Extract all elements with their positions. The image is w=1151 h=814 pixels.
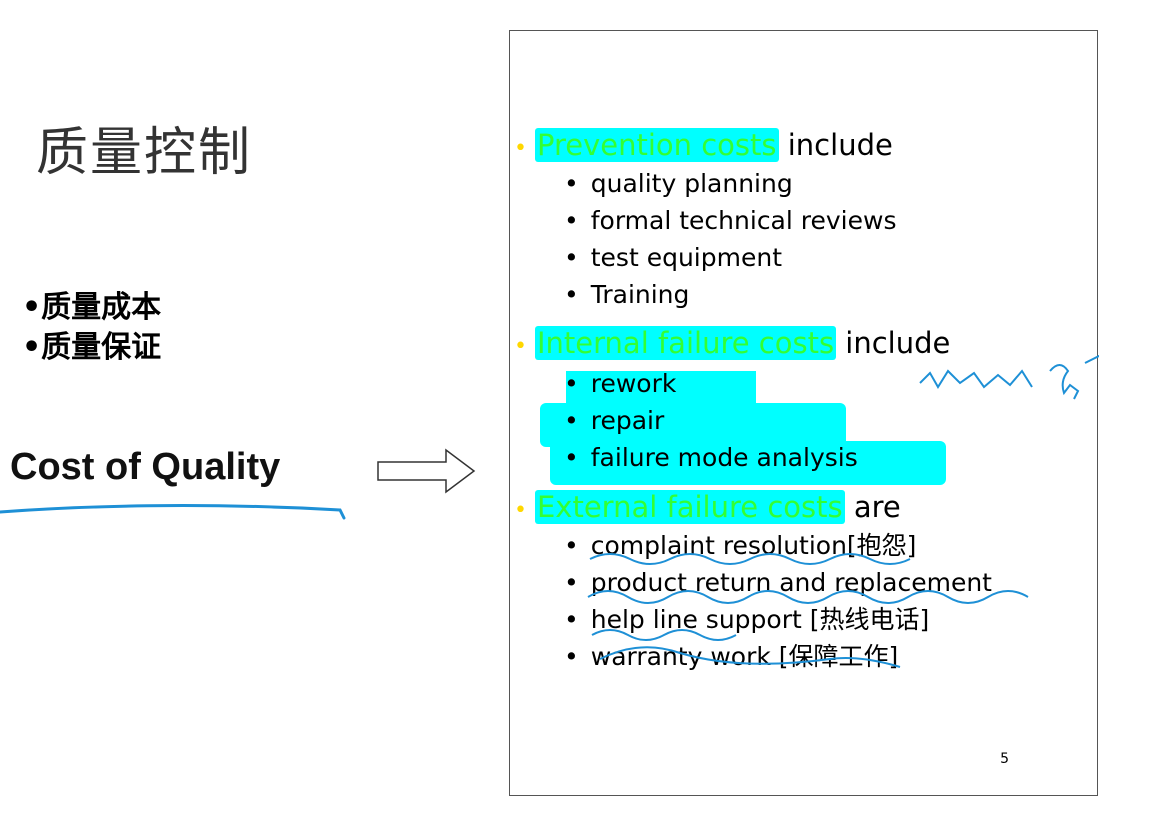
highlight-mark xyxy=(550,441,946,485)
highlight-mark xyxy=(566,371,756,405)
highlight-mark xyxy=(540,403,846,447)
page-number: 5 xyxy=(1000,751,1009,767)
bullet-icon: • xyxy=(514,498,527,523)
bullet-icon: • xyxy=(514,334,527,359)
list-item: •warranty work [保障工作] xyxy=(564,642,899,671)
section-heading-suffix: include xyxy=(836,326,951,360)
list-item: •repair xyxy=(564,406,665,435)
right-arrow-icon xyxy=(377,448,476,494)
list-item: •Training xyxy=(564,280,690,309)
section-heading-internal-failure: • Internal failure costs include xyxy=(514,325,950,365)
handwritten-note-mark xyxy=(919,369,1033,389)
section-heading-highlight: Prevention costs xyxy=(534,128,779,162)
slide-title: 质量控制 xyxy=(36,123,253,183)
section-heading-highlight: External failure costs xyxy=(534,490,845,524)
list-item: •formal technical reviews xyxy=(564,206,897,235)
left-bullet-item: •质量保证 xyxy=(22,330,162,365)
left-bullet-list: •质量成本 •质量保证 xyxy=(22,288,161,368)
section-heading-highlight: Internal failure costs xyxy=(534,326,837,360)
section-heading-suffix: include xyxy=(778,128,893,162)
left-bullet-item: •质量成本 xyxy=(22,290,162,325)
list-item: •product return and replacement xyxy=(564,568,992,597)
list-item: •failure mode analysis xyxy=(564,443,858,472)
section-heading-prevention: • Prevention costs include xyxy=(514,127,893,167)
slide-page: • Prevention costs include •quality plann… xyxy=(509,30,1099,796)
section-heading-suffix: are xyxy=(844,490,901,524)
handwritten-underline xyxy=(0,504,346,520)
section-heading-external-failure: • External failure costs are xyxy=(514,489,901,529)
list-item: •test equipment xyxy=(564,243,782,272)
list-item: •quality planning xyxy=(564,169,793,198)
bullet-icon: • xyxy=(514,136,527,161)
cost-of-quality-label: Cost of Quality xyxy=(10,446,281,488)
list-item: •complaint resolution[抱怨] xyxy=(564,531,917,560)
handwritten-note-mark xyxy=(1049,354,1099,400)
list-item: •help line support [热线电话] xyxy=(564,605,930,634)
list-item: •rework xyxy=(564,369,677,398)
